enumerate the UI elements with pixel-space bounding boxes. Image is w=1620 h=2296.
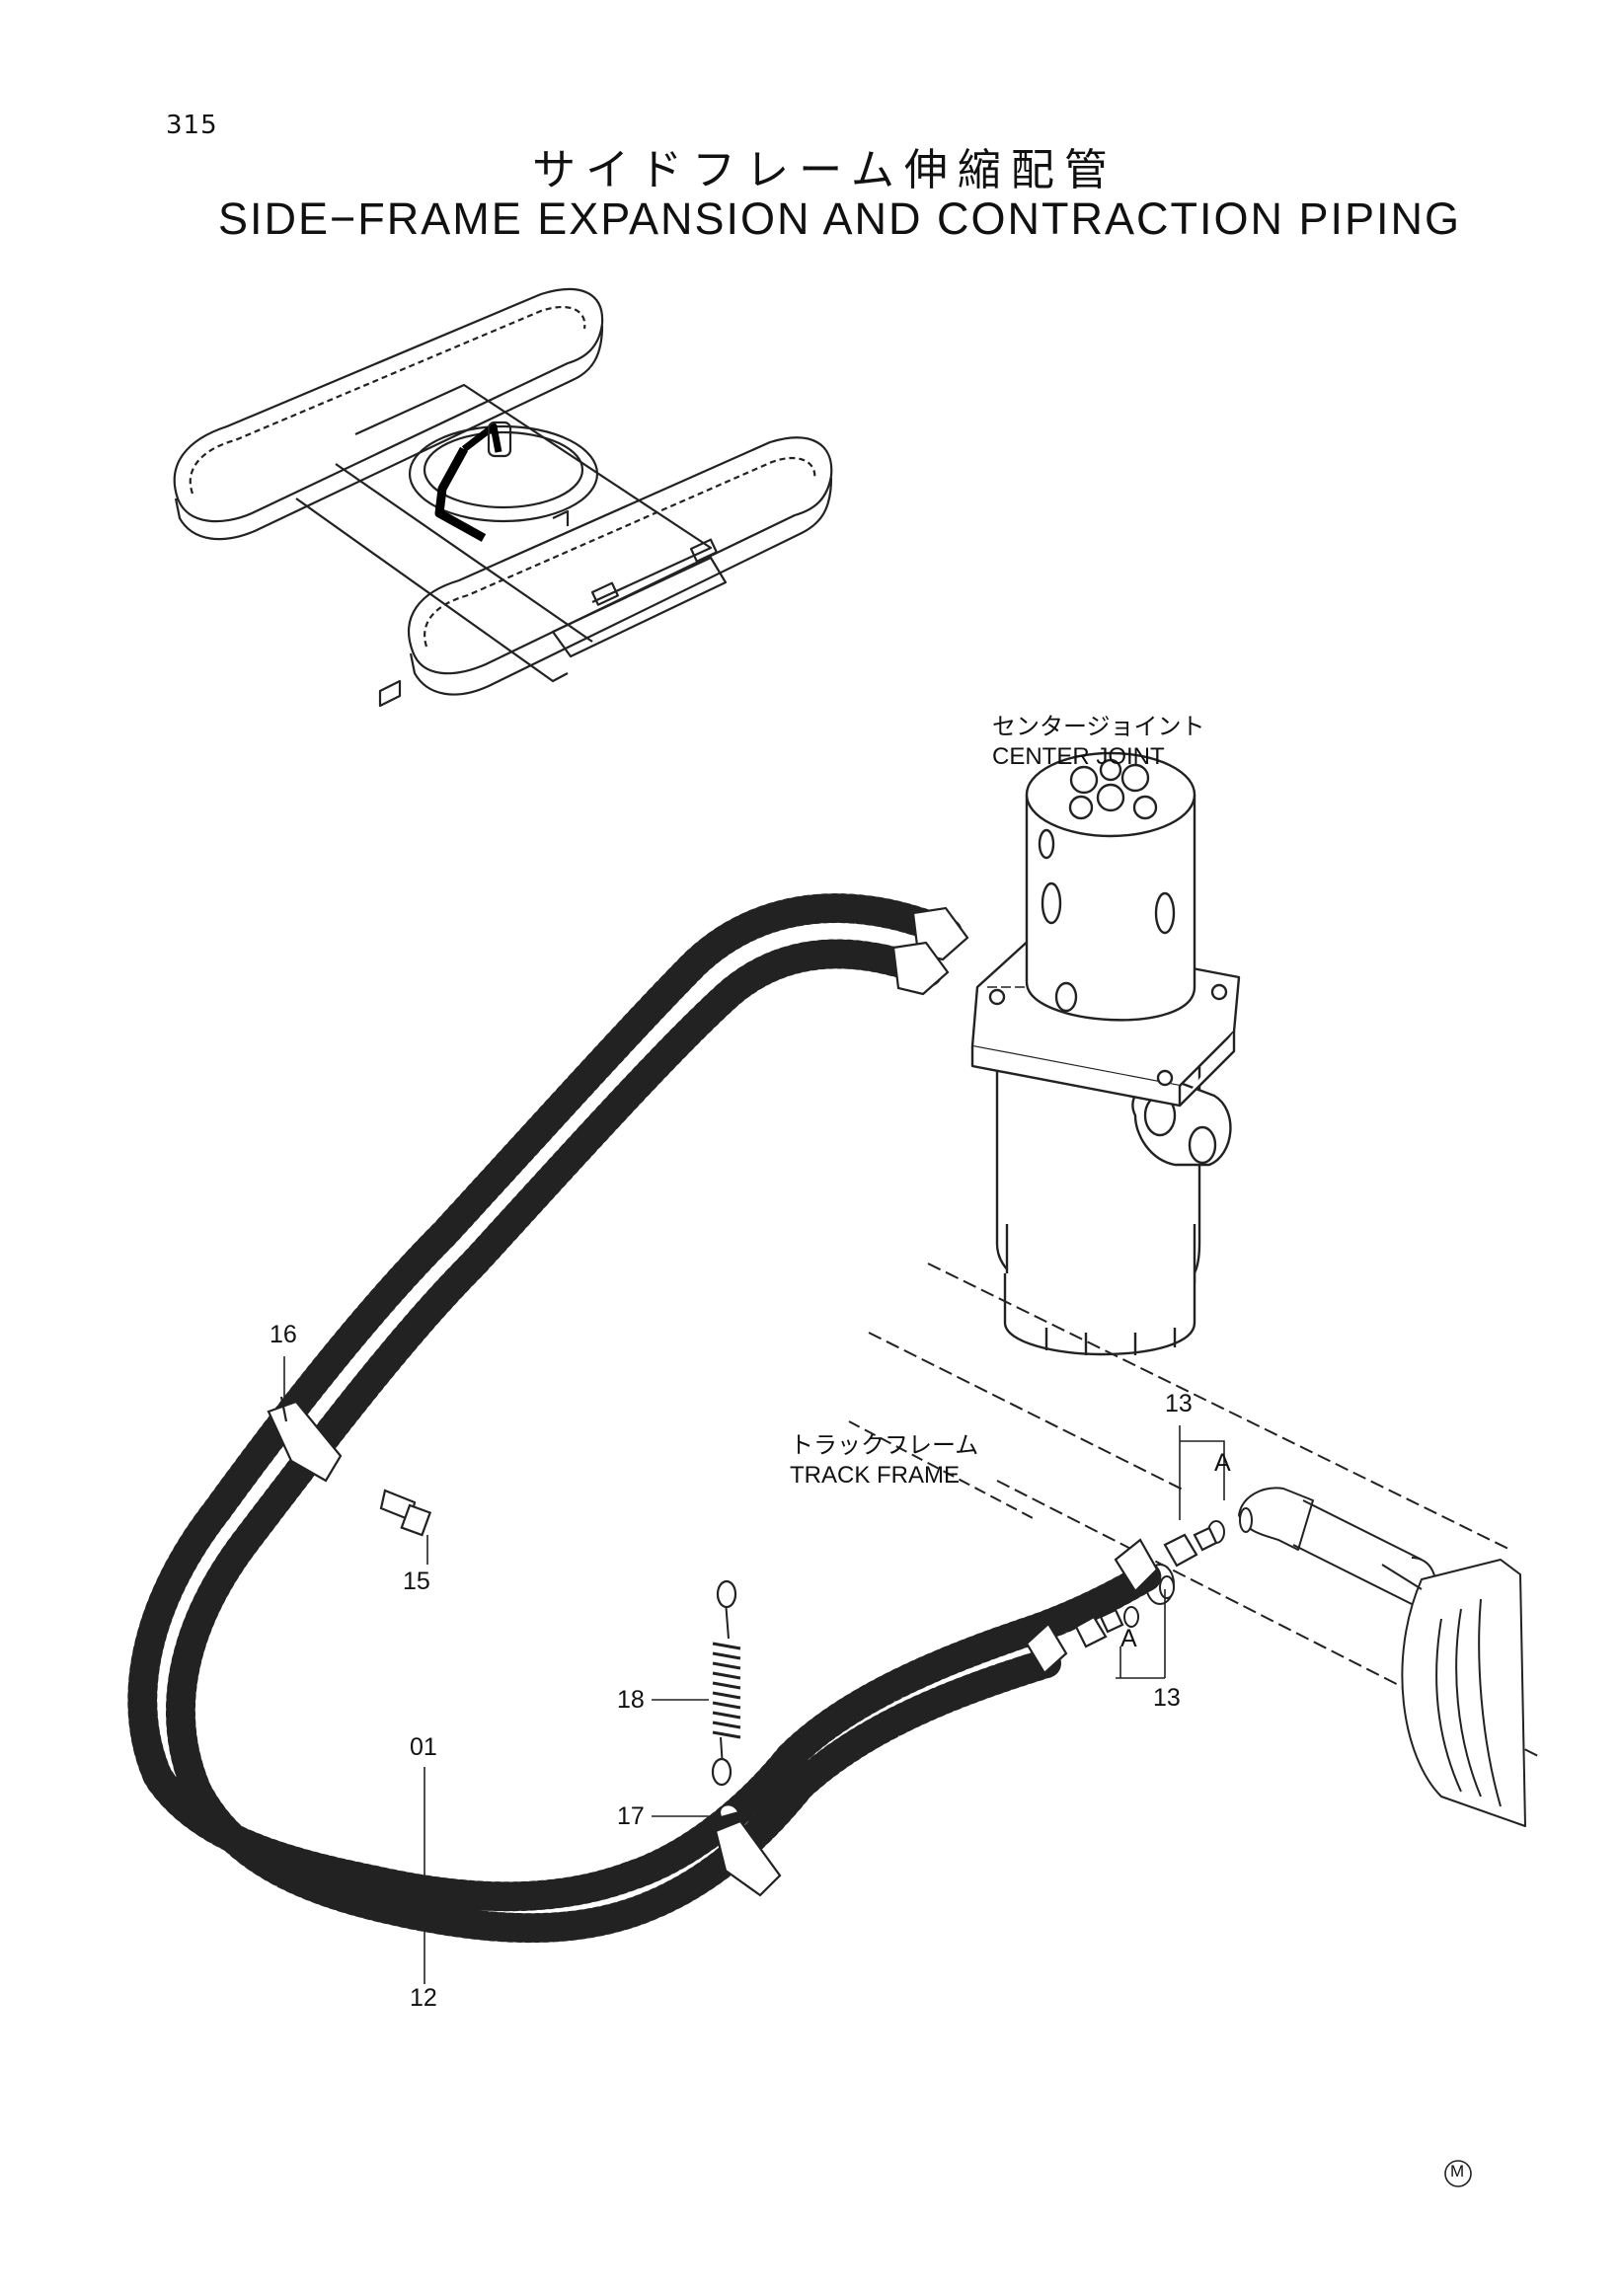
callout-a-upper: A <box>1214 1449 1231 1477</box>
label-center-joint-en: CENTER JOINT <box>992 743 1165 770</box>
m-mark-circle <box>1444 2160 1472 2187</box>
callout-a-lower: A <box>1120 1625 1137 1652</box>
callout-16: 16 <box>270 1321 297 1348</box>
callout-13-lower: 13 <box>1153 1684 1181 1712</box>
callout-15: 15 <box>403 1568 430 1595</box>
callout-17: 17 <box>617 1802 645 1830</box>
m-mark: M <box>1450 2162 1465 2181</box>
track-frame-drawing <box>848 1263 1541 1827</box>
label-center-joint-jp: センタージョイント <box>992 714 1205 740</box>
callout-01: 01 <box>410 1733 437 1761</box>
label-center-joint: センタージョイント CENTER JOINT <box>992 713 1205 772</box>
label-track-frame-en: TRACK FRAME <box>790 1462 961 1489</box>
undercarriage-overview <box>173 287 833 708</box>
label-track-frame-jp: トラックフレーム <box>790 1432 979 1459</box>
title-english: SIDE−FRAME EXPANSION AND CONTRACTION PIP… <box>217 193 1462 244</box>
title-japanese: サイドフレーム伸縮配管 <box>532 145 1118 195</box>
label-track-frame: トラックフレーム TRACK FRAME <box>790 1431 978 1491</box>
callout-13-upper: 13 <box>1165 1390 1193 1417</box>
center-joint-drawing <box>970 751 1241 1356</box>
callout-12: 12 <box>410 1984 437 2012</box>
callout-18: 18 <box>617 1686 645 1714</box>
page-number: 315 <box>166 111 218 140</box>
leader-lines <box>283 986 1225 1984</box>
hose-fittings <box>891 906 1218 1675</box>
clamps <box>267 1396 782 1897</box>
